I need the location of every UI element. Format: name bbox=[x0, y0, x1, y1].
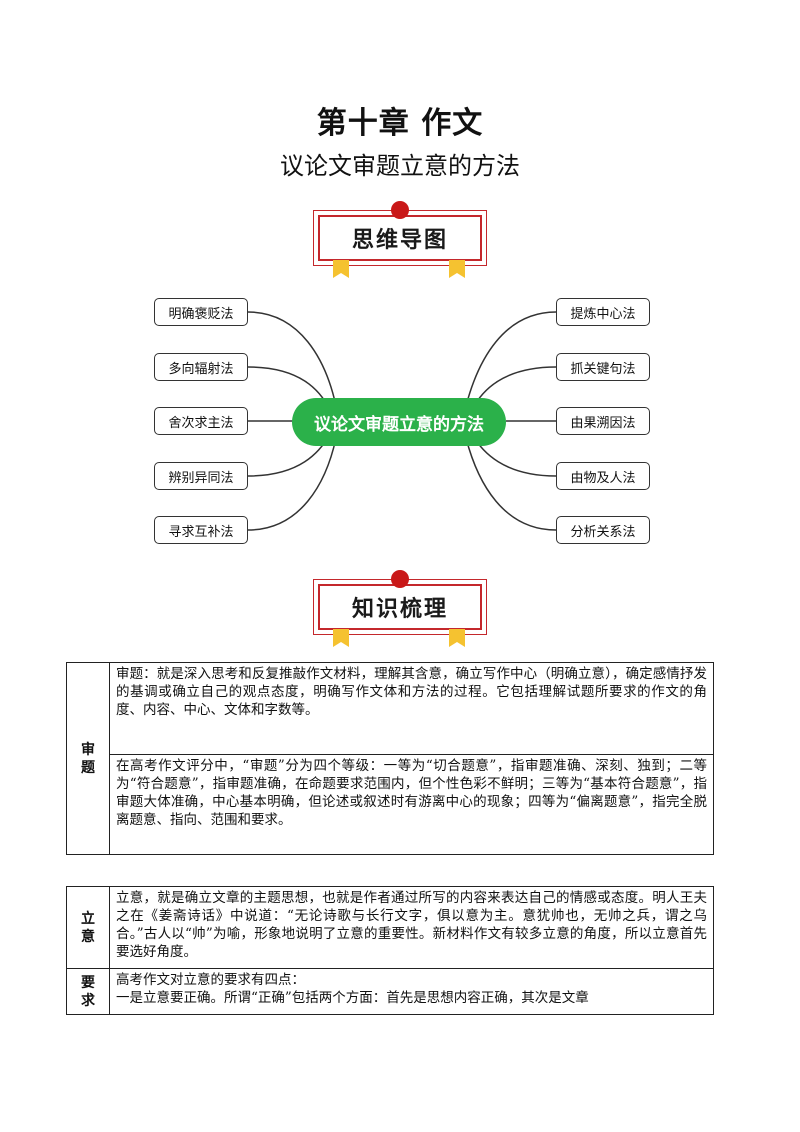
banner-knowledge: 知识梳理 bbox=[313, 570, 487, 647]
table-label-liyi: 立 意 bbox=[66, 886, 110, 969]
banner-knowledge-label: 知识梳理 bbox=[318, 584, 482, 630]
mindmap-node: 寻求互补法 bbox=[154, 516, 248, 544]
mindmap-node: 辨别异同法 bbox=[154, 462, 248, 490]
mindmap-node: 明确褒贬法 bbox=[154, 298, 248, 326]
mindmap-node: 由物及人法 bbox=[556, 462, 650, 490]
banner-dot-icon bbox=[391, 201, 409, 219]
table-label-shenti: 审 题 bbox=[66, 662, 110, 855]
table-cell-line: 一是立意要正确。所谓“正确”包括两个方面：首先是思想内容正确，其次是文章 bbox=[116, 990, 589, 1006]
connector-line bbox=[247, 311, 337, 407]
mindmap-node: 提炼中心法 bbox=[556, 298, 650, 326]
banner-dot-icon bbox=[391, 570, 409, 588]
mindmap-node: 抓关键句法 bbox=[556, 353, 650, 381]
ribbon-icon bbox=[449, 260, 465, 278]
ribbon-icon bbox=[333, 629, 349, 647]
table-label-text: 要 求 bbox=[81, 974, 95, 1009]
table-cell-line: 高考作文对立意的要求有四点： bbox=[116, 972, 305, 988]
mindmap-center-node: 议论文审题立意的方法 bbox=[292, 398, 506, 446]
table-cell: 高考作文对立意的要求有四点： 一是立意要正确。所谓“正确”包括两个方面：首先是思… bbox=[109, 968, 714, 1015]
table-label-yaoqiu: 要 求 bbox=[66, 968, 110, 1015]
table-cell: 在高考作文评分中，“审题”分为四个等级：一等为“切合题意”，指审题准确、深刻、独… bbox=[109, 754, 714, 855]
ribbon-icon bbox=[333, 260, 349, 278]
table-cell: 立意，就是确立文章的主题思想，也就是作者通过所写的内容来表达自己的情感或态度。明… bbox=[109, 886, 714, 969]
mindmap-node: 分析关系法 bbox=[556, 516, 650, 544]
mindmap-node: 多向辐射法 bbox=[154, 353, 248, 381]
connector-line bbox=[465, 437, 557, 531]
mindmap-node: 由果溯因法 bbox=[556, 407, 650, 435]
banner-mindmap: 思维导图 bbox=[313, 201, 487, 278]
ribbon-icon bbox=[449, 629, 465, 647]
banner-mindmap-label: 思维导图 bbox=[318, 215, 482, 261]
chapter-title: 第十章 作文 bbox=[316, 106, 484, 141]
table-cell: 审题：就是深入思考和反复推敲作文材料，理解其含意，确立写作中心（明确立意），确定… bbox=[109, 662, 714, 755]
chapter-subtitle: 议论文审题立意的方法 bbox=[280, 152, 520, 180]
table-shenti: 审 题 审题：就是深入思考和反复推敲作文材料，理解其含意，确立写作中心（明确立意… bbox=[66, 662, 714, 855]
table-liyi: 立 意 立意，就是确立文章的主题思想，也就是作者通过所写的内容来表达自己的情感或… bbox=[66, 886, 714, 1015]
connector-line bbox=[247, 437, 337, 531]
mindmap-node: 舍次求主法 bbox=[154, 407, 248, 435]
connector-line bbox=[465, 311, 557, 407]
